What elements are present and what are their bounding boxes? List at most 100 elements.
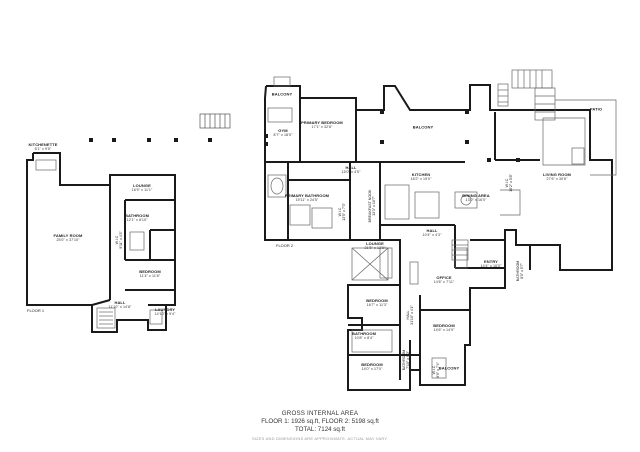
room-hall-mid-name: HALL — [426, 228, 438, 233]
room-bathroom-f1-dim: 12'1" x 8'10" — [126, 218, 148, 222]
room-family-name: FAMILY ROOM — [53, 233, 83, 238]
room-primary-bedroom-name: PRIMARY BEDROOM — [301, 120, 343, 125]
room-patio-name: PATIO — [589, 106, 603, 112]
room-bedroom-b-dim: 14'6" x 14'9" — [433, 328, 455, 332]
room-gym-dim: 8'7" x 18'5" — [273, 133, 293, 137]
floor1-label: FLOOR 1 — [27, 308, 45, 313]
room-entry-dim: 14'4" x 16'0" — [480, 264, 502, 268]
floor2-fixtures — [267, 107, 586, 379]
room-balcony-low-name: BALCONY — [438, 365, 460, 371]
floor1-posts — [89, 134, 268, 146]
room-breakfast-dim: 13'3" x 10'7" — [372, 196, 376, 216]
area-summary-disclaimer: SIZES AND DIMENSIONS ARE APPROXIMATE, AC… — [251, 436, 389, 441]
room-bathroom-c-dim: 10'8" x 8'4" — [354, 336, 374, 340]
room-office-name: OFFICE — [436, 275, 452, 280]
room-kitchen-name: KITCHEN — [411, 172, 431, 177]
room-bedroom-c-name: BEDROOM — [361, 362, 383, 367]
room-living-dim: 27'6" x 30'6" — [546, 177, 568, 181]
room-hall-v-dim: 31'10" x 4'1" — [410, 305, 414, 325]
room-hall-f1-dim: 11'10" x 14'8" — [108, 305, 132, 309]
room-bedroom-f1-dim: 11'4" x 11'6" — [139, 274, 161, 278]
room-lounge-f2-name: LOUNGE — [366, 241, 384, 246]
room-kitchenette-dim: 6'1" x 9'5" — [34, 147, 52, 151]
room-bathroom-f1-name: BATHROOM — [124, 213, 150, 218]
floor1-walls — [26, 152, 176, 333]
room-kitchenette-name: KITCHENETTE — [28, 142, 58, 147]
room-hall-mid-dim: 10'4" x 4'3" — [422, 233, 442, 237]
room-wic-living-dim: 10'2" x 5'8" — [509, 174, 513, 192]
floor2-label: FLOOR 2 — [276, 243, 294, 248]
room-laundry-name: LAUNDRY — [154, 307, 176, 312]
room-laundry-dim: 14'10" x 9'4" — [154, 312, 176, 316]
room-gym-name: GYM — [278, 128, 288, 133]
area-summary-title: GROSS INTERNAL AREA — [281, 410, 359, 417]
room-balcony-low: BALCONY — [439, 366, 459, 371]
room-balcony-mid: BALCONY — [413, 125, 433, 130]
room-balcony-top-name: BALCONY — [271, 91, 293, 97]
room-bedroom-c-dim: 14'0" x 17'0" — [361, 367, 383, 371]
room-bathroom-side-dim: 8'0" x 5'7" — [520, 263, 524, 279]
room-balcony-mid-name: BALCONY — [412, 124, 434, 130]
floor2-walls — [264, 84, 613, 391]
room-bedroom-f1-name: BEDROOM — [139, 269, 161, 274]
room-bathroom-low-dim: 7'10" x 9'0" — [406, 351, 410, 369]
room-family-dim: 25'0" x 37'10" — [56, 238, 80, 242]
room-wic-low-dim: 9'0" x 7'4" — [436, 362, 440, 378]
room-balcony-top: BALCONY — [272, 92, 292, 97]
area-summary: GROSS INTERNAL AREA FLOOR 1: 1926 sq.ft,… — [0, 410, 640, 441]
room-kitchen-dim: 18'2" x 19'0" — [410, 177, 432, 181]
floor1-fixtures — [35, 159, 163, 329]
room-hall-top-name: HALL — [345, 165, 357, 170]
room-bathroom-c-name: BATHROOM — [351, 331, 377, 336]
floor2-exterior — [273, 69, 617, 285]
room-dining-dim: 13'0" x 16'0" — [465, 198, 487, 202]
room-bedroom-a-dim: 16'7" x 11'3" — [366, 303, 388, 307]
room-primary-bathroom-name: PRIMARY BATHROOM — [284, 193, 330, 198]
room-lounge-f2-dim: 21'5" x 12'0" — [364, 246, 386, 250]
room-primary-bathroom-dim: 19'11" x 24'5" — [295, 198, 319, 202]
room-bedroom-a-name: BEDROOM — [366, 298, 388, 303]
room-bedroom-b-name: BEDROOM — [433, 323, 455, 328]
room-primary-bedroom-dim: 17'1" x 32'8" — [311, 125, 333, 129]
room-office-dim: 14'6" x 7'11" — [433, 280, 455, 284]
room-entry-name: ENTRY — [484, 259, 498, 264]
area-summary-total: TOTAL: 7124 sq.ft — [295, 426, 345, 433]
room-lounge-f1-name: LOUNGE — [133, 183, 151, 188]
room-hall-f1-name: HALL — [114, 300, 126, 305]
room-wic-primary-dim: 13'5" x 7'3" — [342, 203, 346, 221]
room-dining-name: DINING AREA — [462, 193, 490, 198]
room-wic-f1-dim: 9'11" x 4'3" — [119, 231, 123, 249]
room-hall-top-dim: 15'0" x 4'5" — [341, 170, 361, 174]
